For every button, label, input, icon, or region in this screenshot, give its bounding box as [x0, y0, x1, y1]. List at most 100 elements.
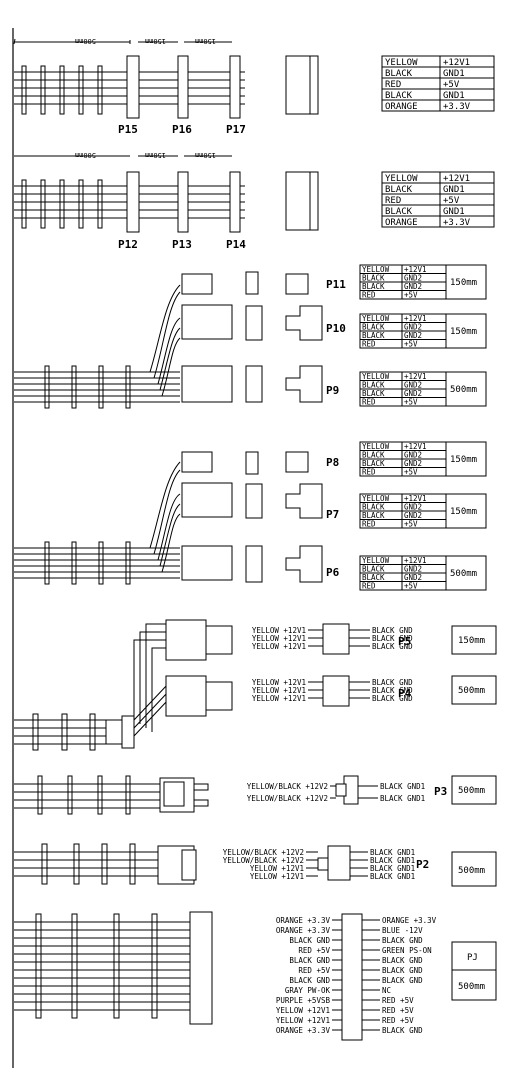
molex-length-box — [445, 493, 487, 529]
p2-length-box — [451, 851, 497, 887]
dim-sec-c: 150mm — [195, 151, 216, 159]
molex-wire-color: RED — [362, 582, 376, 591]
pin-label-right: BLACK GND — [372, 678, 413, 687]
pin-label-left: YELLOW +12V1 — [252, 626, 306, 635]
molex-wire-color: BLACK — [362, 282, 385, 291]
molex-wire-signal: +5V — [404, 520, 418, 529]
molex-wire-signal: GND2 — [404, 389, 422, 398]
sata-wire-color: BLACK — [385, 207, 413, 217]
label-p6: P6 — [326, 566, 340, 579]
sata-wire-color: RED — [385, 196, 401, 206]
sata-wire-signal: +12V1 — [443, 58, 470, 68]
p3-length-box — [451, 775, 497, 805]
p5-length-box — [451, 625, 497, 655]
p5-length: 150mm — [458, 636, 485, 646]
pin-label-left: YELLOW +12V1 — [252, 678, 306, 687]
molex-wire-color: BLACK — [362, 565, 385, 574]
label-p16: P16 — [172, 123, 192, 136]
molex-wire-color: BLACK — [362, 381, 385, 390]
label-p4: P4 — [398, 687, 412, 700]
pin-label-right: RED +5V — [382, 996, 414, 1005]
molex-wire-color: RED — [362, 340, 376, 349]
label-p8: P8 — [326, 456, 339, 469]
p3-cable — [14, 775, 359, 815]
pin-label-right: BLACK GND — [382, 976, 423, 985]
molex-wire-signal: GND2 — [404, 282, 422, 291]
molex-length: 150mm — [450, 507, 477, 517]
pin-label-left: RED +5V — [298, 966, 330, 975]
molex-length: 150mm — [450, 455, 477, 465]
molex-wire-color: YELLOW — [362, 265, 390, 274]
dim-top-c: 150mm — [195, 37, 216, 45]
label-p14: P14 — [226, 238, 246, 251]
p4-length-box — [451, 675, 497, 705]
pin-label-left: YELLOW/BLACK +12V2 — [223, 848, 304, 857]
pin-label-left: ORANGE +3.3V — [276, 926, 331, 935]
molex-wire-signal: GND2 — [404, 565, 422, 574]
sata-wire-color: ORANGE — [385, 218, 418, 228]
molex-wire-signal: +12V1 — [404, 556, 427, 565]
pin-label-right: BLACK GND1 — [370, 864, 415, 873]
label-p9: P9 — [326, 384, 339, 397]
sata-wire-color: RED — [385, 80, 401, 90]
pin-label-left: PURPLE +5VSB — [276, 996, 331, 1005]
molex-wire-signal: GND2 — [404, 573, 422, 582]
molex-wire-signal: +12V1 — [404, 372, 427, 381]
pin-label-left: YELLOW +12V1 — [250, 872, 304, 881]
pin-label-left: YELLOW +12V1 — [252, 642, 306, 651]
pin-label-right: BLACK GND — [372, 642, 413, 651]
molex-length: 150mm — [450, 278, 477, 288]
sata-wire-color: YELLOW — [385, 58, 418, 68]
pin-label-right: BLACK GND — [382, 1026, 423, 1035]
molex-wire-color: BLACK — [362, 331, 385, 340]
sata-wire-color: BLACK — [385, 69, 413, 79]
pin-label-left: RED +5V — [298, 946, 330, 955]
molex-wire-signal: GND2 — [404, 511, 422, 520]
sata-wire-signal: +3.3V — [443, 218, 471, 228]
pin-label-left: ORANGE +3.3V — [276, 916, 331, 925]
label-p11: P11 — [326, 278, 346, 291]
molex-wire-color: BLACK — [362, 573, 385, 582]
molex-wire-color: BLACK — [362, 274, 385, 283]
p2-length: 500mm — [458, 866, 485, 876]
label-p13: P13 — [172, 238, 192, 251]
molex-length: 500mm — [450, 569, 477, 579]
pin-label-left: YELLOW/BLACK +12V2 — [247, 782, 328, 791]
molex-length-box — [445, 313, 487, 349]
molex-wire-signal: GND2 — [404, 503, 422, 512]
molex-wire-color: YELLOW — [362, 314, 390, 323]
molex-wire-color: YELLOW — [362, 442, 390, 451]
molex-wire-signal: +12V1 — [404, 314, 427, 323]
molex-wire-signal: +5V — [404, 291, 418, 300]
pin-label-right: ORANGE +3.3V — [382, 916, 437, 925]
molex-length: 150mm — [450, 327, 477, 337]
pin-label-right: BLACK GND — [372, 686, 413, 695]
dim-sec-b: 150mm — [145, 151, 166, 159]
pin-label-right: BLACK GND — [382, 956, 423, 965]
pin-label-left: BLACK GND — [289, 976, 330, 985]
molex-wire-signal: GND2 — [404, 323, 422, 332]
sata-wire-signal: GND1 — [443, 91, 465, 101]
sata-wire-signal: GND1 — [443, 185, 465, 195]
molex-cable-1 — [14, 271, 323, 409]
pin-label-right: RED +5V — [382, 1006, 414, 1015]
pin-label-right: NC — [382, 986, 391, 995]
p4-length: 500mm — [458, 686, 485, 696]
dim-sec-a: 500mm — [75, 151, 96, 159]
pin-label-right: BLACK GND — [372, 634, 413, 643]
molex-cable-2 — [14, 451, 323, 585]
molex-wire-signal: +5V — [404, 398, 418, 407]
pin-label-right: BLACK GND — [382, 936, 423, 945]
pin-label-right: BLACK GND1 — [380, 782, 425, 791]
sata-cable-1 — [13, 38, 319, 119]
pin-label-left: GRAY PW-OK — [285, 986, 331, 995]
